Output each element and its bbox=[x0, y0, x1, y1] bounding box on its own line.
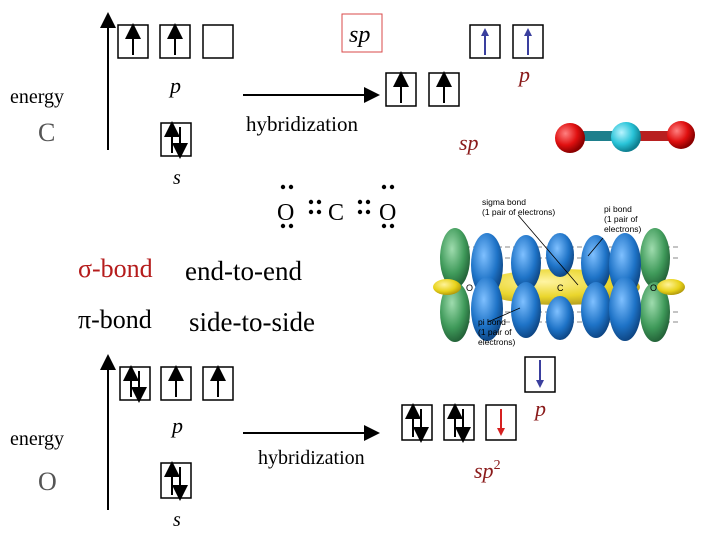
oxygen-s-orbital bbox=[160, 461, 192, 501]
carbon-hybrid-p-orbital-1 bbox=[469, 24, 501, 59]
orbital-atom-left: O bbox=[466, 283, 473, 293]
orbital-lobe bbox=[640, 228, 670, 288]
lewis-electron-dots bbox=[280, 184, 395, 229]
oxygen-hybrid-sp2-label: sp2 bbox=[474, 458, 501, 483]
carbon-hybrid-sp-orbital-2 bbox=[428, 71, 460, 107]
carbon-hybridization-label: hybridization bbox=[246, 112, 358, 136]
oxygen-atom-left bbox=[555, 123, 585, 153]
oxygen-atom-right bbox=[667, 121, 695, 149]
orbital-lobe bbox=[546, 233, 574, 277]
carbon-p-orbital-1 bbox=[117, 23, 149, 59]
lewis-carbon: C bbox=[328, 200, 344, 226]
carbon-hybrid-sp-label: sp bbox=[459, 130, 479, 155]
oxygen-hybrid-p-label: p bbox=[533, 396, 546, 421]
pi-bond-caption-top: pi bond (1 pair of electrons) bbox=[604, 204, 641, 234]
oxygen-p-orbital-3 bbox=[202, 365, 234, 401]
lewis-oxygen-left: O bbox=[277, 200, 294, 226]
carbon-p-orbital-3 bbox=[202, 24, 234, 59]
pi-bond-line: π-bond bbox=[78, 305, 152, 334]
carbon-hybrid-p-label: p bbox=[517, 62, 530, 87]
orbital-lobe bbox=[511, 282, 541, 338]
oxygen-p-orbital-1 bbox=[119, 365, 151, 403]
sigma-bond-caption: sigma bond (1 pair of electrons) bbox=[482, 197, 555, 217]
orbital-overlap-figure: O C O sigma bond (1 pair of electrons) p… bbox=[433, 197, 685, 347]
oxygen-hybrid-sp2-orbital-3 bbox=[485, 404, 517, 441]
orbital-lobe bbox=[657, 279, 685, 295]
sigma-bond-line: σ-bond bbox=[78, 254, 153, 283]
oxygen-p-orbital-2 bbox=[160, 365, 192, 401]
pi-bond-caption-bottom: pi bond (1 pair of electrons) bbox=[478, 317, 515, 347]
bond-descriptions: σ-bond end-to-end π-bond side-to-side bbox=[78, 254, 315, 337]
carbon-energy-diagram: energy C p s hybridization sp bbox=[10, 12, 544, 189]
sigma-bond-name: -bond bbox=[92, 254, 153, 283]
oxygen-element-label: O bbox=[38, 467, 57, 496]
orbital-lobe bbox=[471, 233, 503, 297]
sigma-bond-description: end-to-end bbox=[185, 256, 302, 286]
pi-bond-name: -bond bbox=[91, 305, 152, 334]
lewis-oxygen-right: O bbox=[379, 200, 396, 226]
pi-bond-description: side-to-side bbox=[189, 307, 315, 337]
orbital-lobe bbox=[609, 277, 641, 341]
orbital-lobe bbox=[609, 233, 641, 297]
orbital-lobe bbox=[433, 279, 461, 295]
oxygen-hybrid-sp2-orbital-1 bbox=[401, 403, 433, 443]
orbital-lobe bbox=[440, 282, 470, 342]
orbital-lobe bbox=[440, 228, 470, 288]
orbital-lobe bbox=[640, 282, 670, 342]
orbital-atom-right: O bbox=[650, 283, 657, 293]
sigma-symbol: σ bbox=[78, 254, 92, 283]
oxygen-hybrid-sp2-orbital-2 bbox=[443, 403, 475, 443]
orbital-lobe bbox=[511, 235, 541, 291]
oxygen-energy-label: energy bbox=[10, 428, 64, 450]
co2-ball-model bbox=[555, 121, 695, 153]
lewis-structure: O C O bbox=[277, 184, 396, 229]
oxygen-energy-diagram: energy O p s hybridization bbox=[10, 354, 556, 531]
carbon-s-label: s bbox=[173, 167, 181, 189]
carbon-sp-box bbox=[341, 13, 383, 53]
carbon-p-orbital-2 bbox=[159, 23, 191, 59]
oxygen-hybridization-label: hybridization bbox=[258, 447, 365, 469]
orbital-lobe bbox=[581, 235, 611, 291]
carbon-hybrid-p-orbital-2 bbox=[512, 24, 544, 59]
oxygen-p-label: p bbox=[170, 413, 183, 438]
oxygen-hybrid-p-orbital bbox=[524, 356, 556, 393]
orbital-atom-center: C bbox=[557, 283, 564, 293]
carbon-atom bbox=[611, 122, 641, 152]
carbon-s-orbital bbox=[160, 121, 192, 159]
carbon-sp-box-label: sp bbox=[349, 22, 370, 48]
carbon-hybrid-sp-orbital-1 bbox=[385, 71, 417, 107]
carbon-energy-label: energy bbox=[10, 86, 64, 108]
pi-symbol: π bbox=[78, 305, 91, 334]
orbital-lobe bbox=[581, 282, 611, 338]
carbon-p-label: p bbox=[168, 73, 181, 98]
carbon-element-label: C bbox=[38, 118, 55, 147]
orbital-lobe bbox=[546, 296, 574, 340]
oxygen-s-label: s bbox=[173, 509, 181, 531]
orbital-lobe bbox=[471, 277, 503, 341]
